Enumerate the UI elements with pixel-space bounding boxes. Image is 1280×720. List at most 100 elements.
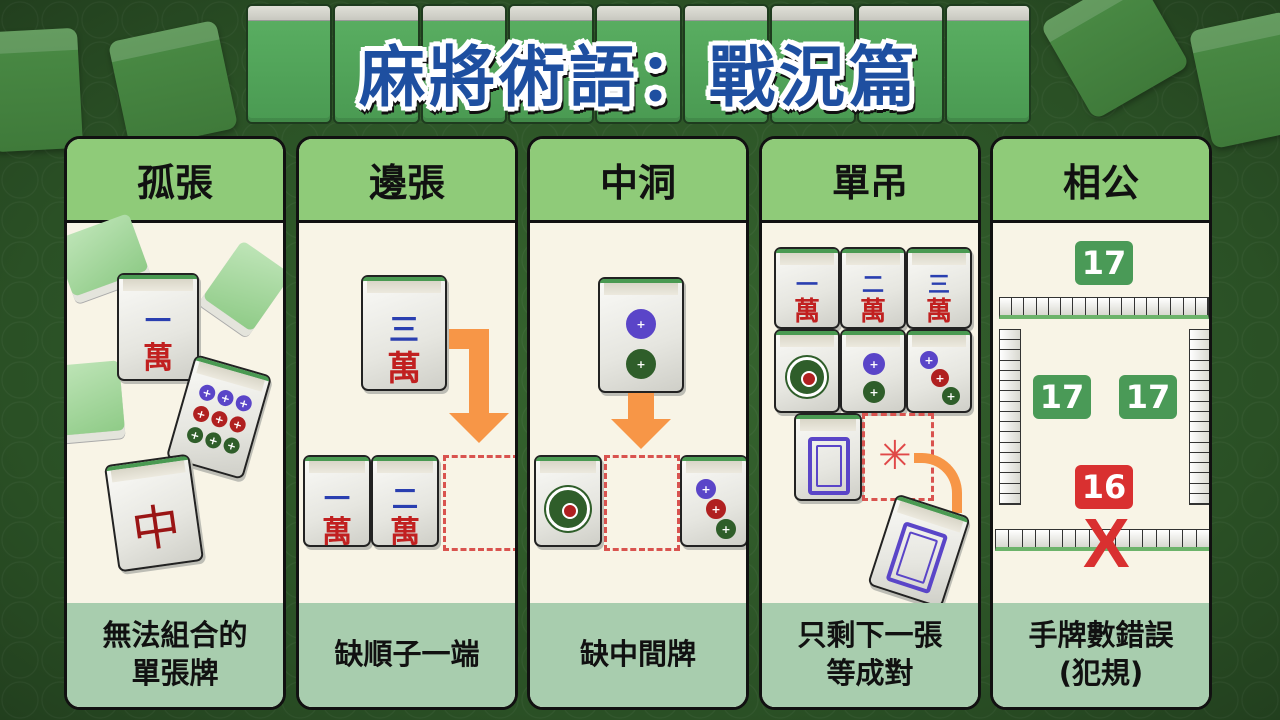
- tile-suit: 萬: [143, 341, 173, 376]
- card-illustration: 一 萬 中: [67, 213, 283, 605]
- dot-icon: [863, 381, 885, 403]
- banner-tile: [246, 4, 333, 124]
- big-dot-icon: [546, 487, 590, 531]
- tile-1-wan: 一 萬: [303, 455, 371, 550]
- dot-icon: [197, 382, 218, 403]
- arrow-icon: [469, 329, 489, 419]
- card-illustration: [530, 223, 746, 605]
- background-tile-decoration: [107, 19, 239, 151]
- banner-tile: [769, 4, 857, 124]
- dot-icon: [209, 409, 230, 430]
- dot-icon: [191, 404, 212, 424]
- card-title: 孤張: [67, 139, 283, 223]
- arrow-icon: [628, 393, 654, 423]
- tile-number: 一: [144, 307, 171, 337]
- title-banner: [246, 4, 1032, 124]
- burst-icon: ✳: [878, 433, 912, 479]
- tile-suit: 萬: [859, 297, 886, 327]
- tile-count-badge-top: 17: [1075, 241, 1133, 285]
- dot-icon: [931, 369, 949, 387]
- card-illustration: 一 萬 二 萬 三 萬 ✳: [762, 223, 978, 609]
- card-title: 中洞: [530, 139, 746, 223]
- dot-icon: [185, 425, 205, 446]
- card-description: 手牌數錯誤 (犯規): [993, 603, 1209, 707]
- tile-1-dot: [774, 329, 840, 413]
- arrow-down-icon: [449, 413, 509, 443]
- tile-number: 二: [391, 485, 418, 515]
- tile-suit: 萬: [390, 515, 420, 550]
- card-description: 缺順子一端: [299, 603, 515, 707]
- tile-2-wan: 二 萬: [371, 455, 439, 550]
- dot-icon: [920, 351, 938, 369]
- tile-3-dots: [906, 329, 972, 413]
- tile-row-bottom: [995, 529, 1209, 551]
- white-dragon-frame-icon: [885, 521, 949, 595]
- card-description: 無法組合的 單張牌: [67, 603, 283, 707]
- card-description: 只剩下一張 等成對: [762, 603, 978, 707]
- banner-tile: [333, 4, 420, 124]
- banner-tile: [420, 4, 507, 124]
- card-xiang-gong: 相公 17 17 17 16 X 手牌數錯誤 (犯規): [990, 136, 1212, 710]
- dot-icon: [706, 499, 726, 519]
- tile-back-icon: [202, 240, 283, 332]
- banner-tile: [507, 4, 595, 124]
- dot-icon: [942, 387, 960, 405]
- tile-2-wan: 二 萬: [840, 247, 906, 329]
- tile-number: 一: [323, 485, 350, 515]
- card-description: 缺中間牌: [530, 603, 746, 707]
- banner-tile: [857, 4, 944, 124]
- tile-3-dots: [680, 455, 746, 547]
- tile-suit: 萬: [322, 515, 352, 550]
- dot-icon: [626, 309, 656, 339]
- card-zhong-dong: 中洞 缺中間牌: [527, 136, 749, 710]
- tile-suit: 萬: [793, 297, 820, 327]
- tile-suit: 萬: [387, 349, 421, 389]
- white-dragon-frame-icon: [808, 437, 850, 495]
- tile-2-dots: [840, 329, 906, 413]
- banner-tile: [944, 4, 1031, 124]
- page-title: 麻將術語：戰況篇: [359, 38, 919, 116]
- dot-icon: [863, 353, 885, 375]
- card-title: 邊張: [299, 139, 515, 223]
- background-tile-decoration: [0, 27, 84, 153]
- card-bian-zhang: 邊張 三 萬 一 萬 二 萬 缺順子一端: [296, 136, 518, 710]
- card-title: 相公: [993, 139, 1209, 223]
- tile-row-top: [999, 297, 1209, 319]
- tile-dragon-char: 中: [128, 497, 184, 560]
- tile-suit: 萬: [925, 297, 952, 327]
- tile-row-right: [1189, 329, 1209, 505]
- tile-count-badge-bottom: 16: [1075, 465, 1133, 509]
- error-x-icon: X: [1083, 504, 1130, 582]
- card-dan-diao: 單吊 一 萬 二 萬 三 萬 ✳: [759, 136, 981, 710]
- card-illustration: 17 17 17 16 X: [993, 223, 1209, 605]
- dot-icon: [203, 430, 224, 451]
- tile-count-badge-right: 17: [1119, 375, 1177, 419]
- dot-icon: [696, 479, 716, 499]
- curved-arrow-icon: [914, 453, 962, 513]
- card-illustration: 三 萬 一 萬 二 萬: [299, 223, 515, 605]
- dot-icon: [716, 519, 736, 539]
- tile-number: 一: [795, 272, 818, 298]
- tile-1-wan: 一 萬: [117, 273, 199, 381]
- tile-1-dot: [534, 455, 602, 547]
- tile-number: 二: [861, 272, 884, 298]
- card-title: 單吊: [762, 139, 978, 223]
- tile-2-dots: [598, 277, 684, 393]
- missing-tile-slot: [443, 455, 515, 551]
- tile-back-icon: [67, 360, 125, 436]
- card-gu-zhang: 孤張 一 萬 中 無法組合的 單張牌: [64, 136, 286, 710]
- arrow-down-icon: [611, 419, 671, 449]
- background-tile-decoration: [1039, 0, 1191, 121]
- tile-3-wan: 三 萬: [906, 247, 972, 329]
- dot-icon: [233, 393, 254, 414]
- dot-icon: [221, 435, 242, 456]
- missing-tile-slot: [604, 455, 680, 551]
- tile-3-wan: 三 萬: [361, 275, 447, 391]
- tile-row-left: [999, 329, 1021, 505]
- tile-number: 三: [927, 272, 950, 298]
- big-dot-icon: [787, 357, 827, 397]
- tile-number: 三: [389, 313, 419, 348]
- dot-icon: [215, 388, 236, 408]
- dot-icon: [626, 349, 656, 379]
- tile-1-wan: 一 萬: [774, 247, 840, 329]
